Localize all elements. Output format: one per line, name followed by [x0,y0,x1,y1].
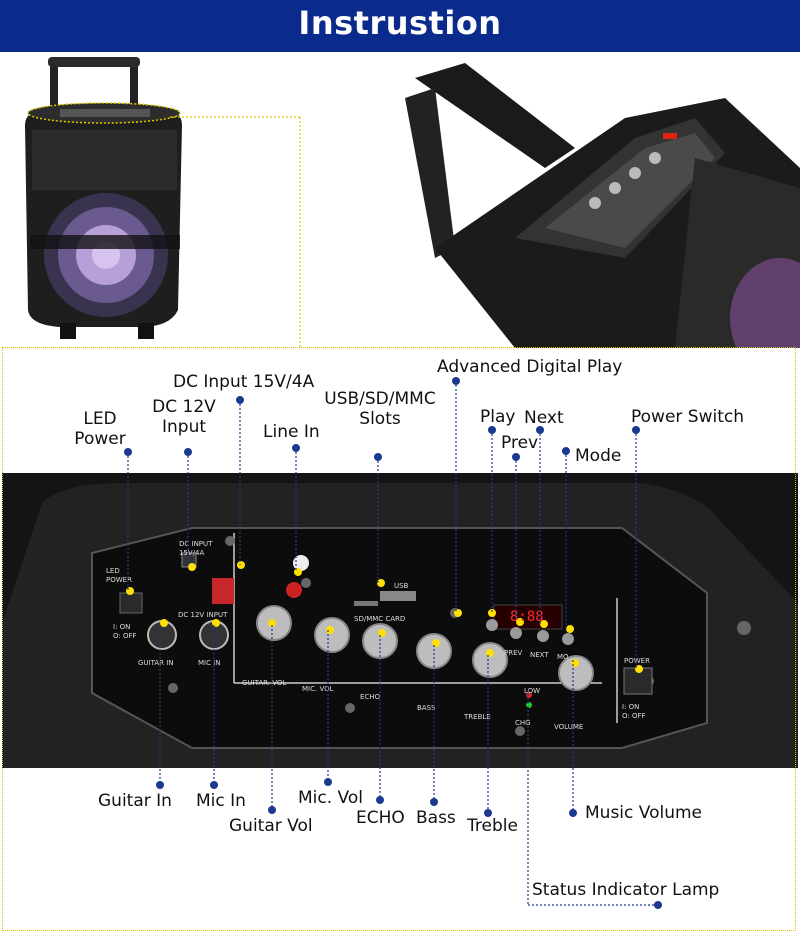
label-led-power-line2: Power [74,429,126,449]
label-usb-line1: USB/SD/MMC [324,389,436,409]
panel-volume: VOLUME [554,723,584,731]
panel-next: NEXT [530,651,549,659]
label-play: Play [480,407,516,427]
panel-low: LOW [524,687,541,695]
panel-dc-input: DC INPUT 15V/4A [179,540,213,557]
panel-mic-vol: MIC. VOL [302,685,334,693]
page-title: Instrustion [298,4,502,42]
panel-usb: USB [394,582,409,590]
label-led-power: LED Power [68,409,132,449]
label-dc-12v-line2: Input [161,417,207,437]
panel-guitar-in: GUITAR IN [138,659,174,667]
label-usb-slots: USB/SD/MMC Slots [320,389,440,429]
title-banner: Instrustion [0,0,800,52]
label-mode: Mode [575,446,622,466]
label-guitar-vol: Guitar Vol [229,816,313,836]
panel-bass: BASS [417,704,436,712]
label-echo: ECHO [356,808,405,828]
panel-echo: ECHO [360,693,381,701]
label-bass: Bass [416,808,456,828]
label-power-switch: Power Switch [631,407,745,427]
label-line-in: Line In [263,422,320,442]
label-treble: Treble [467,816,518,836]
panel-sd-card: SD/MMC CARD [354,615,406,623]
panel-prev: PREV [504,649,523,657]
label-guitar-in: Guitar In [98,791,172,811]
label-advanced-digital-play: Advanced Digital Play [437,357,623,377]
panel-power-on-off: I: ON O: OFF [622,703,646,720]
panel-mic-in: MIC IN [198,659,221,667]
label-next: Next [524,408,564,428]
panel-on-off: I: ON O: OFF [113,623,137,640]
panel-mode: MO [557,653,569,661]
panel-treble: TREBLE [464,713,491,721]
label-dc-12v-line1: DC 12V [152,397,216,417]
speaker-angled-photo [395,58,800,348]
label-mic-vol: Mic. Vol [298,788,363,808]
label-dc-12v: DC 12V Input [148,397,220,437]
panel-guitar-vol: GUITAR. VOL [242,679,287,687]
speaker-front-photo [20,55,190,340]
label-status-indicator-lamp: Status Indicator Lamp [532,880,720,900]
panel-display: 8:88 [510,609,544,625]
panel-dc-12v: DC 12V INPUT [178,611,228,619]
panel-chg: CHG [515,719,531,727]
panel-callout-frame [2,347,796,931]
label-led-power-line1: LED [83,409,117,429]
label-usb-line2: Slots [359,409,401,429]
panel-led-power: LED POWER [106,567,132,584]
label-dc-input-15v: DC Input 15V/4A [173,372,315,392]
label-prev: Prev [501,433,539,453]
label-music-volume: Music Volume [585,803,702,823]
control-panel-photo: LED POWER DC INPUT 15V/4A DC 12V INPUT I… [2,473,798,768]
panel-power: POWER [624,657,650,665]
label-mic-in: Mic In [196,791,246,811]
